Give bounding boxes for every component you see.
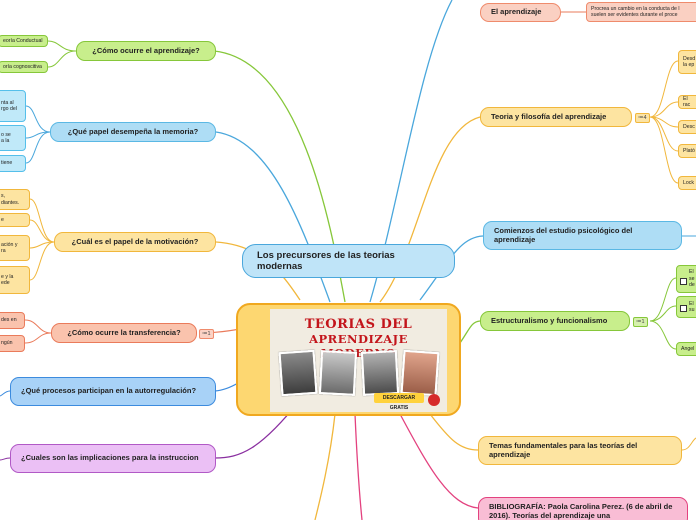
subtopic[interactable]: Desd la ep (678, 50, 696, 74)
subtopic-label: Procrea un cambio en la conducta de l su… (591, 6, 680, 19)
topic-label: Estructuralismo y funcionalismo (491, 317, 607, 326)
subtopic-label: Desd la ep (683, 56, 695, 69)
central-topic-label: Los precursores de las teorias modernas (257, 250, 440, 273)
collapse-counter[interactable]: ≔4 (635, 113, 650, 123)
topic-el-aprendizaje[interactable]: El aprendizaje (480, 3, 561, 22)
portrait-photo (361, 350, 399, 396)
subtopic-label: El su (689, 301, 694, 314)
subtopic[interactable]: Desc (678, 120, 696, 134)
topic-label: ¿Qué procesos participan en la autorregu… (21, 387, 196, 396)
subtopic-label: El se de (689, 269, 695, 289)
counter-value: 4 (644, 115, 647, 121)
topic-label: BIBLIOGRAFÍA: Paola Carolina Perez. (6 d… (489, 503, 677, 520)
central-topic[interactable]: Los precursores de las teorias modernas (242, 244, 455, 278)
central-image-frame[interactable]: TEORIAS DEL APRENDIZAJE MODERNO DESCARGA… (236, 303, 461, 416)
seal-icon (428, 394, 440, 406)
subtopic-label: nta al rgo del (1, 100, 17, 113)
collapse-counter[interactable]: ≔1 (199, 329, 214, 339)
topic-label: ¿Cómo ocurre la transferencia? (67, 329, 180, 338)
topic-label: ¿Cuales son las implicaciones para la in… (21, 454, 199, 463)
subtopic-label: tiene (1, 160, 12, 167)
subtopic[interactable]: ación y ra (0, 235, 30, 261)
poster-image: TEORIAS DEL APRENDIZAJE MODERNO DESCARGA… (270, 309, 447, 412)
topic-motivacion[interactable]: ¿Cuál es el papel de la motivación? (54, 232, 216, 252)
subtopic-label: des en (1, 317, 17, 324)
subtopic-label: Plató (683, 148, 695, 155)
topic-label: Comienzos del estudio psicológico del ap… (494, 227, 671, 244)
topic-label: ¿Qué papel desempeña la memoria? (68, 128, 198, 137)
subtopic-label: Lock (683, 180, 694, 187)
collapse-counter[interactable]: ≔1 (633, 317, 648, 327)
topic-temas[interactable]: Temas fundamentales para las teorías del… (478, 436, 682, 465)
portrait-photo (279, 350, 318, 396)
subtopic[interactable]: El se de (676, 265, 696, 293)
subtopic[interactable]: Angel (676, 342, 696, 356)
poster-title-line1: TEORIAS DEL (270, 317, 447, 332)
subtopic-label: El rac (683, 96, 695, 109)
checkbox[interactable] (680, 278, 687, 285)
subtopic[interactable]: e (0, 213, 30, 227)
topic-como-ocurre[interactable]: ¿Cómo ocurre el aprendizaje? (76, 41, 216, 61)
subtopic[interactable]: ngún (0, 335, 25, 352)
subtopic-label: Angel (681, 346, 694, 353)
subtopic[interactable]: Lock (678, 176, 696, 190)
topic-teoria-filosofia[interactable]: Teoria y filosofía del aprendizaje (480, 107, 632, 127)
subtopic[interactable]: Procrea un cambio en la conducta de l su… (586, 2, 696, 22)
subtopic[interactable]: Plató (678, 144, 696, 158)
subtopic[interactable]: e y la ede (0, 266, 30, 294)
subtopic[interactable]: nta al rgo del (0, 90, 26, 122)
topic-bibliografia[interactable]: BIBLIOGRAFÍA: Paola Carolina Perez. (6 d… (478, 497, 688, 520)
subtopic[interactable]: tiene (0, 155, 26, 172)
topic-autorregulacion[interactable]: ¿Qué procesos participan en la autorregu… (10, 377, 216, 406)
subtopic[interactable]: oría cognoscitiva (0, 61, 48, 73)
subtopic[interactable]: eoría Conductual (0, 35, 48, 47)
subtopic-label: s, diantes. (1, 193, 19, 206)
portrait-photo (319, 350, 357, 396)
topic-estructuralismo[interactable]: Estructuralismo y funcionalismo (480, 311, 630, 331)
subtopic[interactable]: des en (0, 312, 25, 329)
topic-implicaciones[interactable]: ¿Cuales son las implicaciones para la in… (10, 444, 216, 473)
subtopic-label: Desc (683, 124, 695, 131)
subtopic-label: o se a la (1, 132, 11, 145)
counter-value: 1 (208, 331, 211, 337)
topic-label: Temas fundamentales para las teorías del… (489, 442, 671, 459)
subtopic[interactable]: o se a la (0, 125, 26, 151)
topic-transferencia[interactable]: ¿Cómo ocurre la transferencia? (51, 323, 197, 343)
subtopic[interactable]: s, diantes. (0, 189, 30, 210)
topic-label: Teoria y filosofía del aprendizaje (491, 113, 606, 122)
subtopic-label: oría cognoscitiva (3, 64, 42, 71)
subtopic-label: ngún (1, 340, 13, 347)
download-badge: DESCARGAR GRATIS (374, 393, 424, 403)
topic-label: ¿Cómo ocurre el aprendizaje? (92, 47, 200, 56)
counter-value: 1 (642, 319, 645, 325)
topic-label: ¿Cuál es el papel de la motivación? (72, 238, 199, 247)
topic-comienzos[interactable]: Comienzos del estudio psicológico del ap… (483, 221, 682, 250)
subtopic-label: e y la ede (1, 274, 13, 287)
portrait-photo (401, 350, 440, 396)
checkbox[interactable] (680, 305, 687, 312)
topic-memoria[interactable]: ¿Qué papel desempeña la memoria? (50, 122, 216, 142)
subtopic[interactable]: El rac (678, 95, 696, 109)
subtopic-label: ación y ra (1, 242, 17, 255)
subtopic-label: e (1, 217, 4, 224)
topic-label: El aprendizaje (491, 8, 541, 17)
subtopic-label: eoría Conductual (3, 38, 43, 45)
subtopic[interactable]: El su (676, 296, 696, 318)
